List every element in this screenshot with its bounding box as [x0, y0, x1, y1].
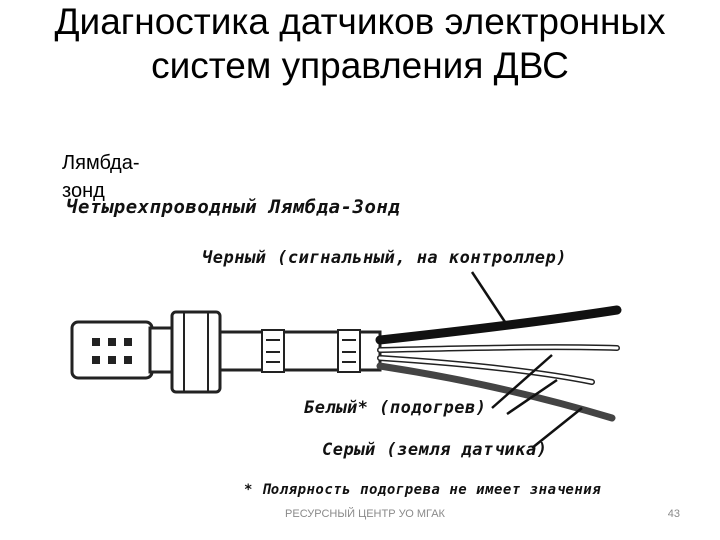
sensor-collar	[148, 326, 174, 374]
white-wire-2-inner	[378, 356, 594, 384]
leader-lines	[470, 271, 583, 449]
slide-subtitle: Лямбда-зонд	[62, 152, 140, 202]
lambda-probe-drawing	[70, 271, 622, 449]
page-number: 43	[667, 508, 680, 520]
hex-nut	[170, 310, 222, 394]
footer-text: РЕСУРСНЫЙ ЦЕНТР УО МГАК	[285, 508, 445, 520]
lambda-probe-figure: Четырехпроводный Лямбда-Зонд Черный (сиг…	[52, 180, 672, 510]
sensor-tip	[70, 320, 154, 380]
white-wire-1-inner	[378, 345, 619, 352]
wires	[375, 305, 622, 422]
sensor-body	[218, 329, 382, 373]
figure-heading: Четырехпроводный Лямбда-Зонд	[66, 196, 401, 218]
label-black-wire: Черный (сигнальный, на контроллер)	[202, 248, 567, 268]
gray-wire	[376, 362, 616, 422]
figure-footnote: * Полярность подогрева не имеет значения	[244, 482, 602, 498]
label-white-wire: Белый* (подогрев)	[304, 398, 487, 418]
black-wire	[375, 305, 622, 345]
slide-title: Диагностика датчиков электронных систем …	[54, 1, 666, 86]
label-gray-wire: Серый (земля датчика)	[322, 440, 548, 460]
